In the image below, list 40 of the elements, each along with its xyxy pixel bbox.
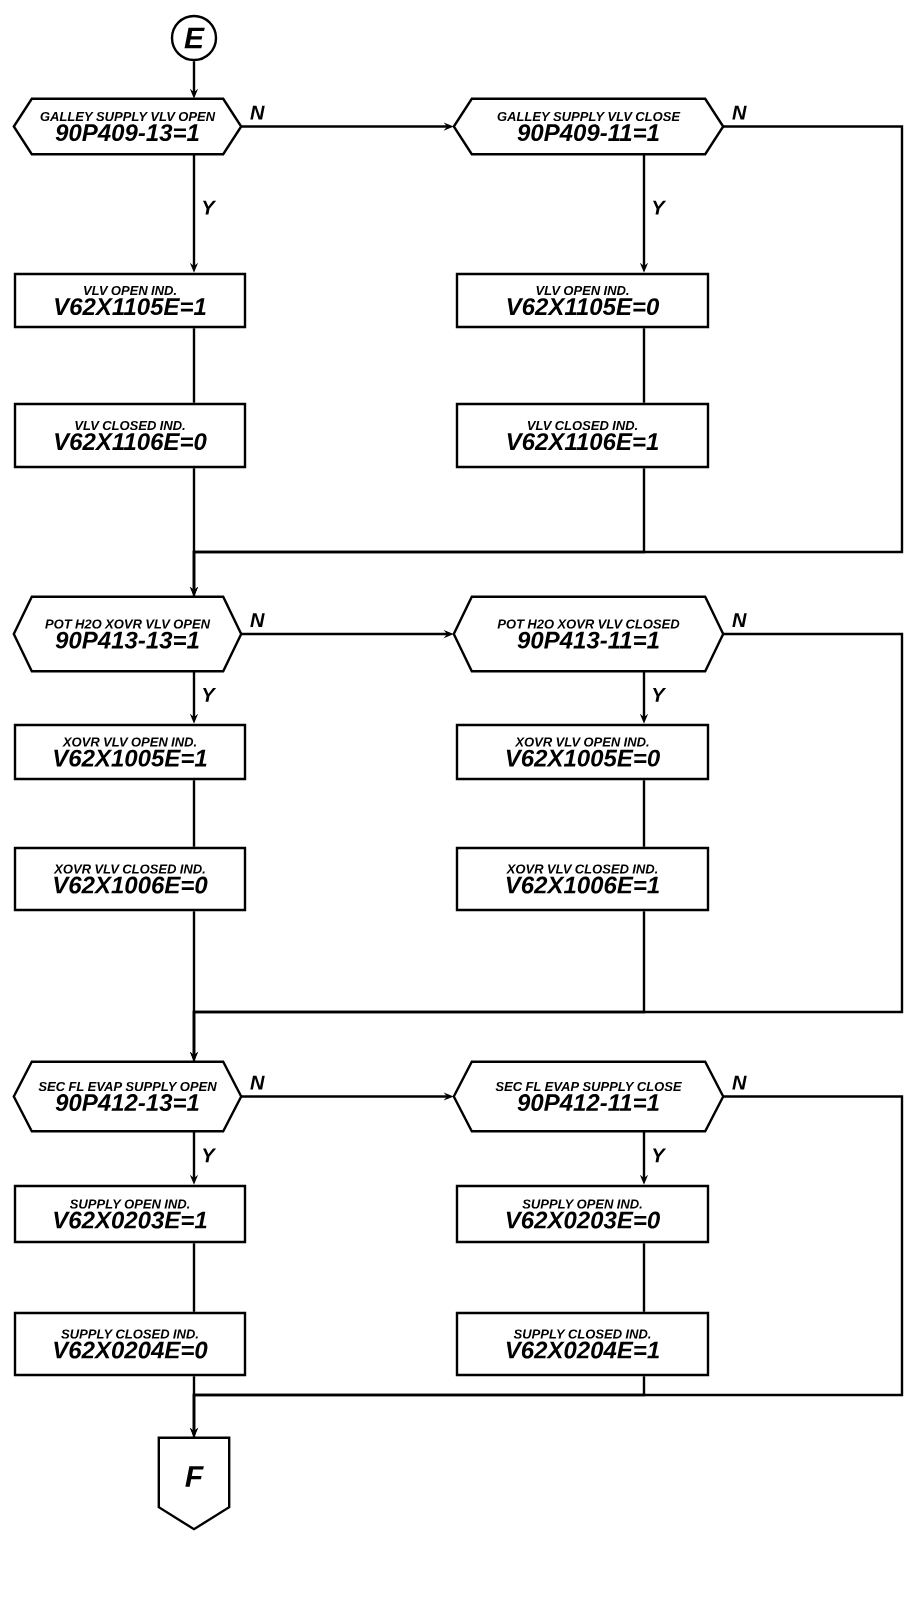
connector-line	[642, 328, 646, 403]
decision-hexagon: POT H2O XOVR VLV OPEN 90P413-13=1	[12, 595, 243, 673]
edge-label: Y	[203, 1148, 217, 1163]
connector-line	[192, 911, 196, 1062]
edge-label: Y	[653, 1148, 667, 1163]
connector-line	[192, 1376, 196, 1438]
edge-label: N	[250, 613, 265, 627]
process-box: XOVR VLV OPEN IND. V62X1005E=0	[455, 723, 710, 781]
edge-label: N	[732, 105, 747, 120]
edge-label: N	[732, 1075, 747, 1090]
connector-line	[192, 780, 196, 847]
connector-line	[192, 328, 196, 403]
process-box: VLV OPEN IND. V62X1105E=1	[13, 272, 247, 329]
edge-label: Y	[203, 200, 217, 215]
edge-label: Y	[653, 688, 667, 702]
process-box: VLV CLOSED IND. V62X1106E=1	[455, 402, 710, 469]
decision-hexagon: POT H2O XOVR VLV CLOSED 90P413-11=1	[452, 595, 725, 673]
connector-line	[192, 468, 196, 597]
decision-hexagon: SEC FL EVAP SUPPLY CLOSE 90P412-11=1	[452, 1060, 725, 1133]
decision-hexagon: SEC FL EVAP SUPPLY OPEN 90P412-13=1	[12, 1060, 243, 1133]
process-box: XOVR VLV CLOSED IND. V62X1006E=1	[455, 846, 710, 912]
edge-label: Y	[653, 200, 667, 215]
connector-line	[642, 1243, 646, 1312]
process-box: SUPPLY CLOSED IND. V62X0204E=0	[13, 1311, 247, 1377]
process-box: SUPPLY OPEN IND. V62X0203E=1	[13, 1184, 247, 1244]
connector-line	[192, 1243, 196, 1312]
process-box: VLV OPEN IND. V62X1105E=0	[455, 272, 710, 329]
process-box: VLV CLOSED IND. V62X1106E=0	[13, 402, 247, 469]
process-box: SUPPLY CLOSED IND. V62X0204E=1	[455, 1311, 710, 1377]
decision-hexagon: GALLEY SUPPLY VLV CLOSE 90P409-11=1	[452, 97, 725, 156]
edge-label: N	[250, 105, 265, 120]
process-box: XOVR VLV OPEN IND. V62X1005E=1	[13, 723, 247, 781]
edge-label: N	[250, 1075, 265, 1090]
edge-label: Y	[203, 688, 217, 702]
edge-label: N	[732, 613, 747, 627]
decision-hexagon: GALLEY SUPPLY VLV OPEN 90P409-13=1	[12, 97, 243, 156]
process-box: XOVR VLV CLOSED IND. V62X1006E=0	[13, 846, 247, 912]
process-box: SUPPLY OPEN IND. V62X0203E=0	[455, 1184, 710, 1244]
connector-line	[642, 780, 646, 847]
offpage-connector: F	[157, 1436, 231, 1531]
